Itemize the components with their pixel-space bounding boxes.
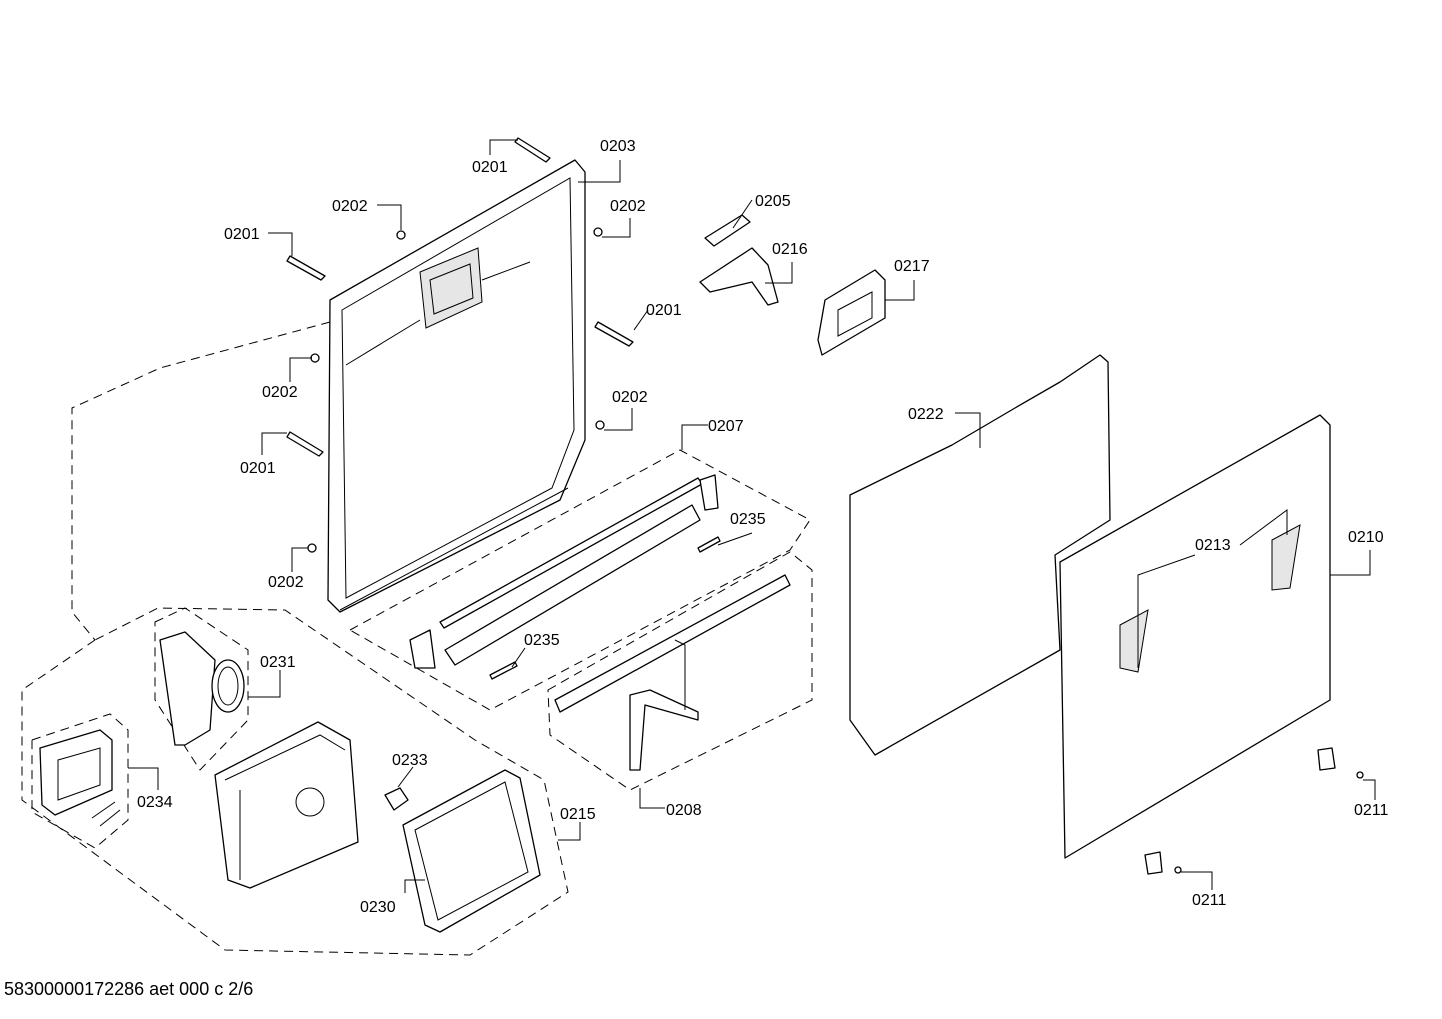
label-0211-right: 0211 [1354, 802, 1389, 819]
label-0233: 0233 [392, 752, 428, 769]
spring-0235-lower [489, 661, 518, 680]
label-0202-top-right: 0202 [610, 198, 646, 215]
part-0230-frame [402, 769, 541, 933]
screw-0201-left-upper [286, 255, 326, 281]
screw-0202-c [310, 353, 320, 363]
screw-0201-left-lower [286, 431, 324, 457]
label-0202-top-left: 0202 [332, 198, 368, 215]
label-0216: 0216 [772, 241, 808, 258]
label-0222: 0222 [908, 406, 944, 423]
label-0207: 0207 [708, 418, 744, 435]
part-0203-inner-door [327, 159, 586, 613]
label-0203: 0203 [600, 138, 636, 155]
leader-lines [128, 139, 1376, 893]
label-0234: 0234 [137, 794, 173, 811]
part-0217-cover [817, 269, 886, 356]
part-0222-panel [849, 354, 1111, 756]
part-0231-handle [159, 631, 245, 746]
label-0202-right-middle: 0202 [612, 389, 648, 406]
label-0231: 0231 [260, 654, 296, 671]
group-outlines [21, 321, 813, 956]
screw-0202-a [396, 230, 406, 240]
label-0205: 0205 [755, 193, 791, 210]
screw-0202-e [307, 543, 317, 553]
label-0230: 0230 [360, 899, 396, 916]
screws [286, 137, 634, 553]
part-labels: 0201 0203 0201 0202 0202 0205 0216 0217 … [137, 138, 1389, 916]
label-0202-left-middle: 0202 [262, 384, 298, 401]
part-0205-0216-latches [699, 214, 779, 306]
label-0202-left-lower: 0202 [268, 574, 304, 591]
label-0215: 0215 [560, 806, 596, 823]
label-0235-upper: 0235 [730, 511, 766, 528]
label-0201-right: 0201 [646, 302, 682, 319]
label-0210: 0210 [1348, 529, 1384, 546]
part-0234-module [39, 729, 121, 827]
label-0211-bottom: 0211 [1192, 892, 1227, 909]
part-0211-hinges [1144, 747, 1364, 875]
part-0233-clip [384, 787, 409, 811]
label-0201-left-lower: 0201 [240, 460, 276, 477]
spring-0235-upper [697, 536, 721, 553]
part-0210-outer-door [1059, 414, 1331, 859]
screw-0201-top [514, 137, 551, 163]
document-reference-code: 58300000172286 aet 000 c 2/6 [4, 979, 254, 999]
label-0213: 0213 [1195, 537, 1231, 554]
label-0208: 0208 [666, 802, 702, 819]
label-0235-lower: 0235 [524, 632, 560, 649]
screw-0202-d [595, 420, 605, 430]
label-0201-top: 0201 [472, 159, 508, 176]
part-0215-control-box [214, 721, 359, 889]
label-0217: 0217 [894, 258, 930, 275]
part-0208-bar [554, 574, 791, 771]
label-0201-left-upper: 0201 [224, 226, 260, 243]
screw-0201-right [594, 321, 634, 347]
screw-0202-b [593, 227, 603, 237]
part-0207-rails [409, 474, 721, 680]
